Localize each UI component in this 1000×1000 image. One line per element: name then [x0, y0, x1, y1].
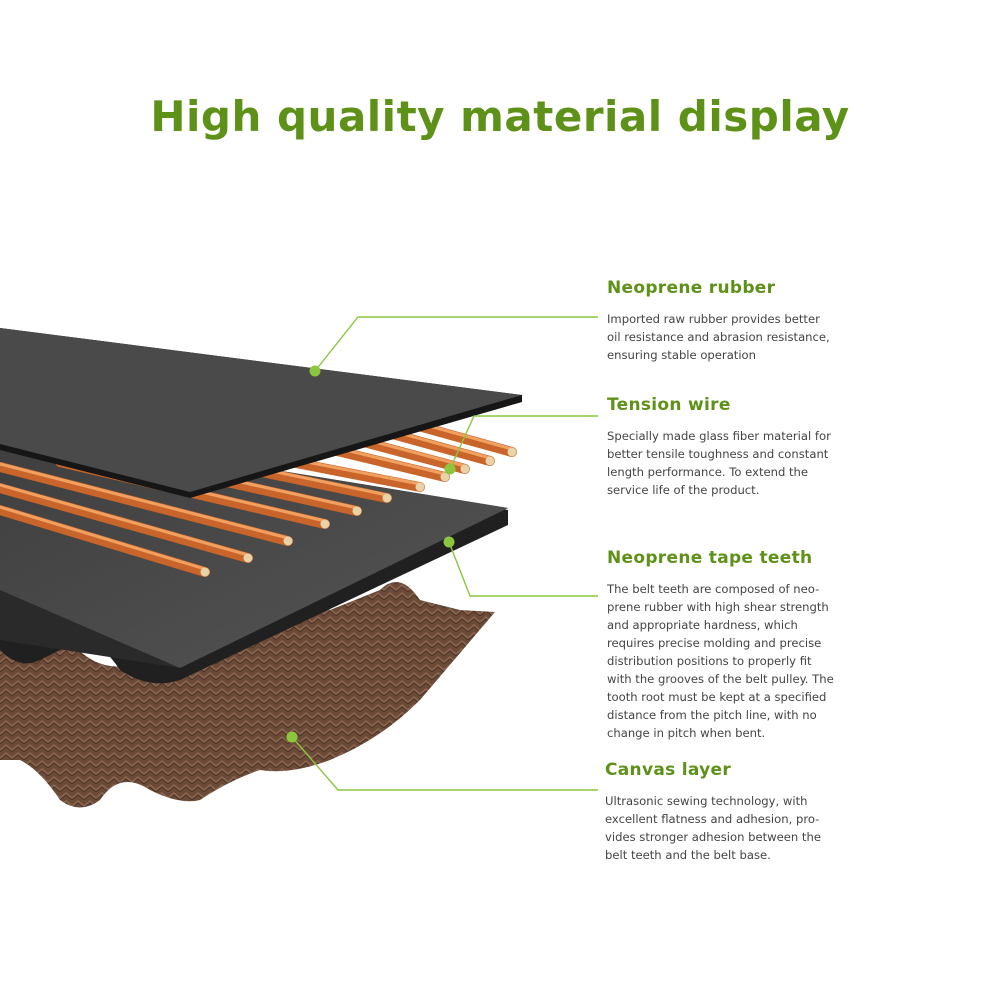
callout-heading: Tension wire: [607, 395, 731, 415]
callout-neoprene-rubber: Neoprene rubber Imported raw rubber prov…: [607, 278, 847, 364]
rubber-sheet-shape: [0, 328, 522, 498]
callout-text: Imported raw rubber provides better oil …: [607, 312, 830, 362]
callout-heading: Neoprene rubber: [607, 278, 776, 298]
callout-text: Ultrasonic sewing technology, with excel…: [605, 794, 821, 862]
wire-marker-dot: [444, 463, 456, 475]
page-title: High quality material display: [150, 92, 850, 141]
callout-tension-wire: Tension wire Specially made glass fiber …: [607, 395, 847, 499]
teeth-marker-dot: [443, 536, 455, 548]
callout-text: Specially made glass fiber material for …: [607, 429, 831, 497]
canvas-marker-dot: [286, 731, 298, 743]
callout-heading: Canvas layer: [605, 760, 732, 780]
canvas-layer-shape: [0, 582, 495, 808]
callout-text: The belt teeth are composed of neo- pren…: [607, 582, 834, 740]
callout-neoprene-tape-teeth: Neoprene tape teeth The belt teeth are c…: [607, 548, 847, 742]
callout-canvas-layer: Canvas layer Ultrasonic sewing technolog…: [605, 760, 845, 864]
callout-heading: Neoprene tape teeth: [607, 548, 813, 568]
rubber-marker-dot: [309, 365, 321, 377]
leader-lines: [291, 316, 598, 791]
leader-dots: [286, 365, 456, 743]
